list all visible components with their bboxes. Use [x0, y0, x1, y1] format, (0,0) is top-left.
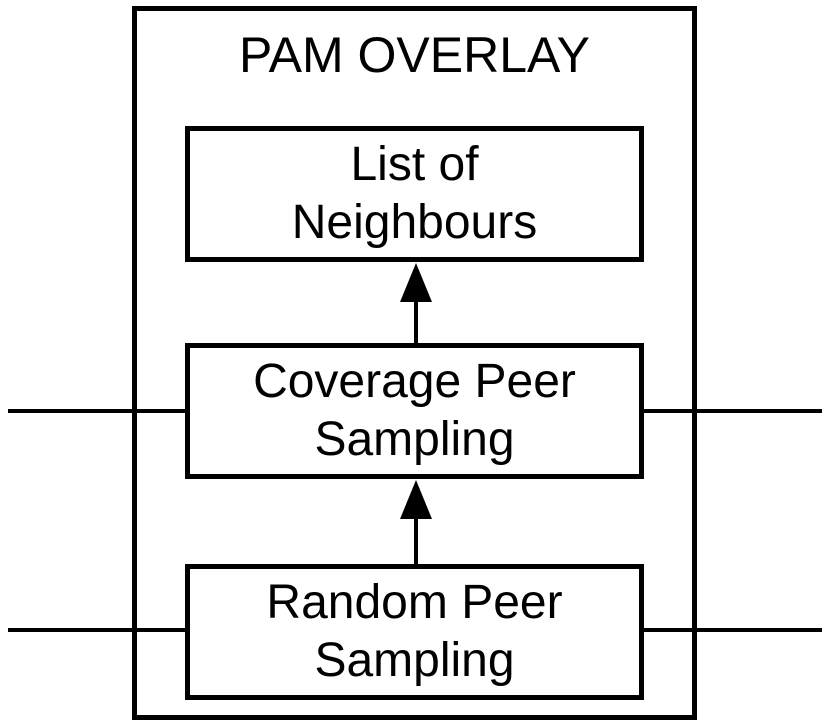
box-list-of-neighbours: List of Neighbours	[185, 126, 644, 262]
box-label-line: Neighbours	[291, 196, 538, 249]
box-random-peer-sampling: Random Peer Sampling	[185, 564, 644, 700]
box-label-line: Sampling	[314, 413, 515, 466]
connector-line-coverage-right	[644, 409, 822, 413]
arrow-up-icon	[400, 480, 432, 519]
connector-line-coverage-left	[8, 409, 185, 413]
box-label-line: Random Peer	[266, 576, 563, 629]
box-label-line: List of	[350, 138, 479, 191]
connector-line-random-left	[8, 628, 185, 632]
arrow-up-icon	[400, 263, 432, 302]
box-label-line: Coverage Peer	[253, 355, 576, 408]
box-label-line: Sampling	[314, 634, 515, 687]
connector-line-random-right	[644, 628, 822, 632]
arrow-coverage-to-list-shaft	[414, 296, 418, 343]
box-coverage-peer-sampling: Coverage Peer Sampling	[185, 343, 644, 479]
arrow-random-to-coverage-shaft	[414, 514, 418, 564]
diagram-title: PAM OVERLAY	[238, 27, 591, 83]
